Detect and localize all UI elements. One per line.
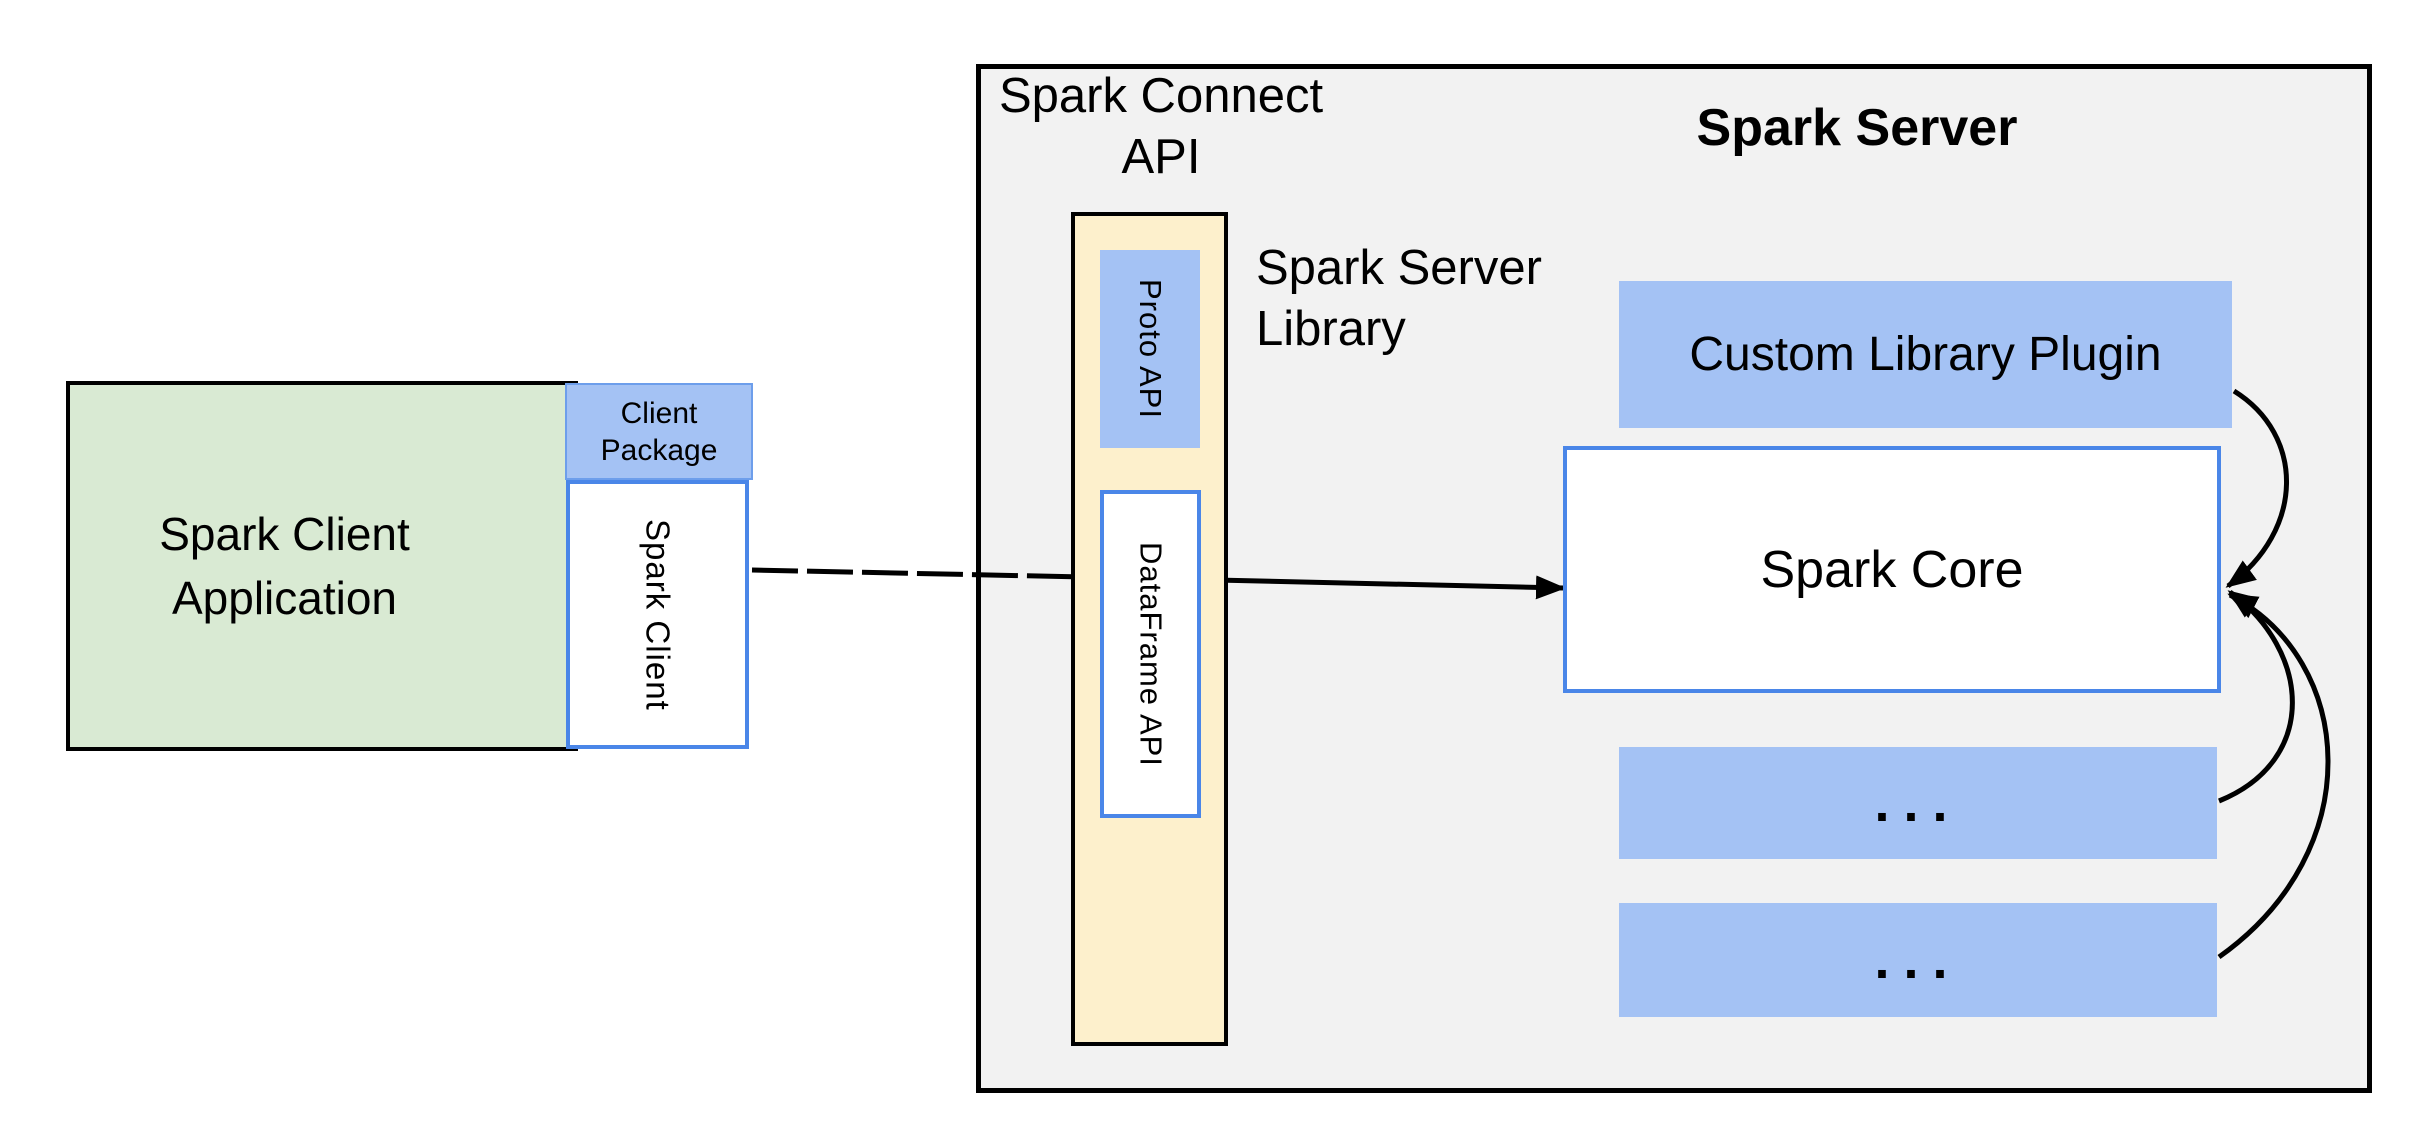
spark-core-label: Spark Core — [1760, 540, 2024, 599]
spark-core-box: Spark Core — [1563, 446, 2221, 693]
proto-api-box: Proto API — [1100, 250, 1200, 448]
spark-client-label: Spark Client — [639, 518, 677, 711]
more-plugins-top-box: ... — [1619, 747, 2217, 859]
spark-server-library-label: Spark Server Library — [1256, 238, 1542, 360]
more-plugins-bottom-box: ... — [1619, 903, 2217, 1017]
more-plugins-top-label: ... — [1874, 773, 1962, 833]
custom-library-plugin-label: Custom Library Plugin — [1689, 328, 2162, 381]
proto-api-label: Proto API — [1133, 279, 1168, 419]
spark-client-application-label: Spark Client Application — [70, 385, 574, 747]
spark-server-library-line2: Library — [1256, 302, 1406, 356]
client-package-line1: Client — [620, 396, 698, 430]
spark-connect-api-line1: Spark Connect — [998, 69, 1324, 123]
spark-server-title: Spark Server — [1696, 99, 2018, 157]
spark-client-box: Spark Client — [566, 480, 749, 749]
spark-connect-api-label: Spark Connect API — [961, 66, 1361, 188]
spark-client-application-line1: Spark Client — [159, 508, 410, 560]
spark-connect-api-line2: API — [1121, 130, 1201, 184]
custom-library-plugin-box: Custom Library Plugin — [1619, 281, 2232, 428]
spark-server-library-bar — [1071, 212, 1228, 1046]
client-package-line2: Package — [600, 433, 718, 467]
client-package-box: Client Package — [565, 383, 753, 480]
dataframe-api-label: DataFrame API — [1133, 541, 1169, 767]
spark-server-library-line1: Spark Server — [1256, 241, 1542, 295]
dataframe-api-box: DataFrame API — [1100, 490, 1201, 818]
more-plugins-bottom-label: ... — [1874, 930, 1962, 990]
spark-client-application-line2: Application — [171, 572, 398, 624]
spark-client-application-box: Spark Client Application — [66, 381, 578, 751]
